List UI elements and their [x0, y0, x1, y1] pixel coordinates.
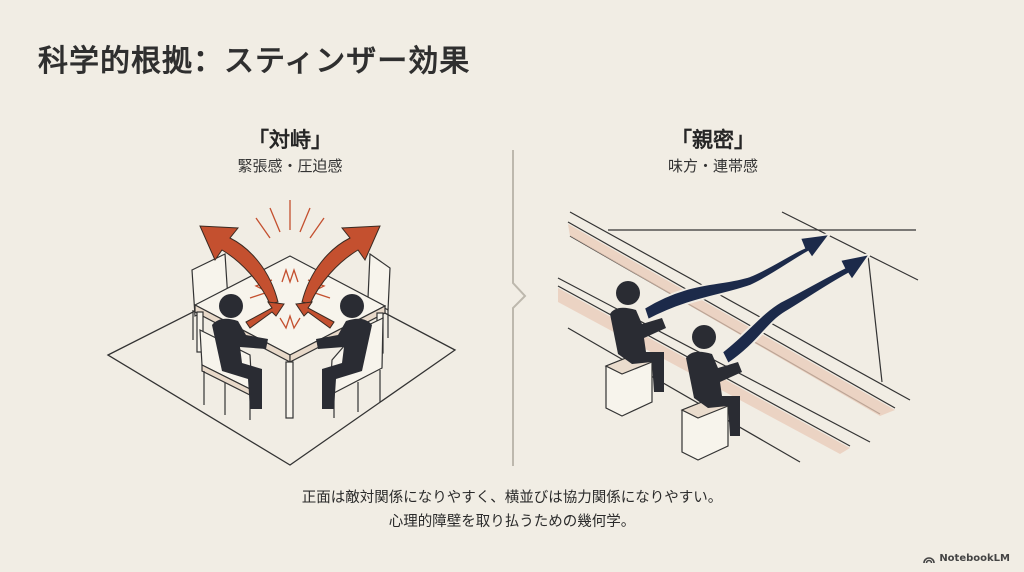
- caption-line-2: 心理的障壁を取り払うための幾何学。: [388, 514, 636, 530]
- slide-title: 科学的根拠：スティンザー効果: [38, 44, 471, 79]
- clash-arrows: [199, 225, 381, 329]
- left-panel-header: 「対峙」 緊張感・圧迫感: [170, 126, 410, 178]
- right-panel-heading: 「親密」: [671, 128, 755, 152]
- right-panel-header: 「親密」 味方・連帯感: [593, 126, 833, 178]
- stools: [604, 353, 730, 461]
- notebooklm-logo-icon: [923, 556, 936, 563]
- notebooklm-brand: NotebookLM: [923, 553, 1010, 564]
- left-panel-heading: 「対峙」: [248, 128, 332, 152]
- confrontation-illustration: [106, 200, 457, 466]
- left-panel-subheading: 緊張感・圧迫感: [237, 157, 343, 175]
- person-back: [686, 325, 742, 436]
- intimacy-illustration: [557, 211, 919, 463]
- person-right: [316, 294, 372, 409]
- panel-divider: [512, 150, 527, 466]
- person-left: [212, 294, 268, 409]
- parallel-arrows: [642, 232, 873, 366]
- caption-line-1: 正面は敵対関係になりやすく、横並びは協力関係になりやすい。: [301, 490, 723, 506]
- person-front: [610, 281, 666, 392]
- slide-caption: 正面は敵対関係になりやすく、横並びは協力関係になりやすい。 心理的障壁を取り払う…: [0, 486, 1024, 534]
- right-panel-subheading: 味方・連帯感: [667, 157, 758, 175]
- brand-label: NotebookLM: [939, 553, 1010, 564]
